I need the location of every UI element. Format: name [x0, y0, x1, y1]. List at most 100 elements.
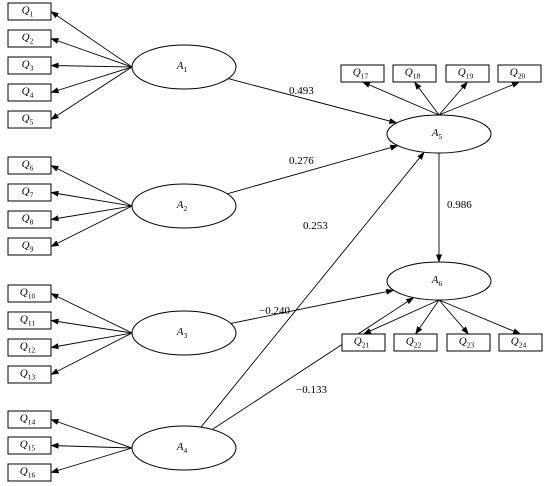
- indicator-label-Q11-letter: Q: [20, 314, 28, 326]
- latent-label-A2-subscript: 2: [183, 204, 187, 213]
- indicator-label-Q14-subscript: 14: [28, 418, 36, 427]
- indicator-Q21: Q21: [341, 333, 386, 352]
- indicator-label-Q14-letter: Q: [20, 413, 28, 425]
- latent-ellipse-A2: [131, 183, 237, 229]
- indicator-label-Q4-subscript: 4: [30, 91, 34, 100]
- latent-label-A1-letter: A: [176, 60, 184, 72]
- indicator-label-Q8-subscript: 8: [30, 218, 34, 227]
- indicator-label-Q16-subscript: 16: [28, 471, 36, 480]
- latent-label-A5: A5: [431, 127, 443, 141]
- indicator-label-Q12-letter: Q: [20, 341, 28, 353]
- indicator-box-Q22: [393, 333, 438, 352]
- loading-arrow-A3-Q11: [50, 318, 133, 334]
- indicator-label-Q2-subscript: 2: [30, 37, 34, 46]
- indicator-label-Q6-subscript: 6: [30, 164, 34, 173]
- indicator-box-Q21: [341, 333, 386, 352]
- latent-ellipse-A5: [386, 114, 492, 154]
- indicator-box-Q10: [7, 284, 52, 303]
- loading-arrow-A1-Q5: [50, 66, 133, 120]
- indicator-label-Q20-letter: Q: [510, 67, 518, 79]
- indicator-label-Q15-subscript: 15: [28, 444, 36, 453]
- indicator-Q15: Q15: [7, 436, 52, 455]
- latent-label-A6-letter: A: [431, 274, 439, 286]
- path-coefficient-A1-A5: 0.493: [289, 85, 314, 97]
- loading-arrow-A5-Q20: [438, 81, 520, 116]
- indicator-label-Q17: Q17: [353, 67, 369, 81]
- indicator-box-Q14: [7, 410, 52, 429]
- indicator-box-Q20: [497, 64, 542, 83]
- indicator-label-Q23: Q23: [459, 336, 475, 350]
- indicator-Q5: Q5: [7, 110, 52, 129]
- indicator-label-Q24-letter: Q: [511, 336, 519, 348]
- indicator-label-Q3-letter: Q: [22, 59, 30, 71]
- latent-label-A1: A1: [176, 60, 188, 74]
- latent-ellipse-A6: [386, 261, 492, 301]
- latent-label-A4-letter: A: [176, 441, 184, 453]
- indicator-label-Q10: Q10: [20, 287, 36, 301]
- loading-arrow-A5-Q19: [438, 81, 468, 116]
- path-arrow-A2-A5: [227, 144, 399, 195]
- latent-A2: A2: [131, 183, 237, 229]
- indicator-label-Q7: Q7: [22, 186, 34, 200]
- indicator-label-Q8-letter: Q: [22, 213, 30, 225]
- loading-arrow-A6-Q23: [438, 299, 469, 335]
- latent-label-A2: A2: [176, 199, 188, 213]
- indicator-label-Q5-subscript: 5: [30, 118, 34, 127]
- indicator-label-Q13-subscript: 13: [28, 373, 36, 382]
- indicator-label-Q4: Q4: [22, 86, 34, 100]
- indicator-label-Q2: Q2: [22, 32, 34, 46]
- indicator-box-Q13: [7, 365, 52, 384]
- path-arrow-A3-A6: [230, 288, 395, 324]
- indicator-box-Q15: [7, 436, 52, 455]
- indicator-label-Q3: Q3: [22, 59, 34, 73]
- indicator-Q13: Q13: [7, 365, 52, 384]
- indicator-label-Q3-subscript: 3: [30, 64, 34, 73]
- indicator-box-Q4: [7, 83, 52, 102]
- indicator-label-Q22-letter: Q: [406, 336, 414, 348]
- latent-A5: A5: [386, 114, 492, 154]
- indicator-Q8: Q8: [7, 210, 52, 229]
- indicator-box-Q24: [498, 333, 543, 352]
- indicator-Q16: Q16: [7, 463, 52, 482]
- indicator-Q23: Q23: [446, 333, 491, 352]
- loading-arrow-A5-Q18: [414, 81, 440, 116]
- indicator-Q3: Q3: [7, 56, 52, 75]
- indicator-label-Q8: Q8: [22, 213, 34, 227]
- indicator-box-Q5: [7, 110, 52, 129]
- latent-label-A3: A3: [176, 326, 188, 340]
- indicator-label-Q15-letter: Q: [20, 439, 28, 451]
- latent-label-A4-subscript: 4: [183, 446, 187, 455]
- indicator-label-Q12: Q12: [20, 341, 36, 355]
- loading-arrow-A4-Q16: [50, 447, 133, 474]
- indicator-label-Q11: Q11: [20, 314, 35, 328]
- indicator-Q18: Q18: [392, 64, 437, 83]
- path-arrow-A1-A5: [228, 78, 398, 124]
- loading-arrow-A2-Q6: [50, 165, 133, 207]
- indicator-label-Q24: Q24: [511, 336, 527, 350]
- latent-label-A1-subscript: 1: [183, 65, 187, 74]
- indicator-label-Q17-letter: Q: [353, 67, 361, 79]
- node-layer: Q1Q2Q3Q4Q5Q6Q7Q8Q9Q10Q11Q12Q13Q14Q15Q16Q…: [7, 2, 543, 482]
- latent-A4: A4: [131, 425, 237, 471]
- indicator-label-Q5: Q5: [22, 113, 34, 127]
- indicator-Q24: Q24: [498, 333, 543, 352]
- indicator-Q1: Q1: [7, 2, 52, 21]
- indicator-label-Q9-letter: Q: [22, 240, 30, 252]
- indicator-Q11: Q11: [7, 311, 52, 330]
- indicator-label-Q18: Q18: [405, 67, 421, 81]
- indicator-label-Q6-letter: Q: [22, 159, 30, 171]
- indicator-box-Q19: [445, 64, 490, 83]
- indicator-label-Q7-letter: Q: [22, 186, 30, 198]
- indicator-label-Q17-subscript: 17: [361, 72, 369, 81]
- indicator-label-Q20: Q20: [510, 67, 526, 81]
- indicator-label-Q4-letter: Q: [22, 86, 30, 98]
- indicator-label-Q23-subscript: 23: [467, 341, 475, 350]
- indicator-label-Q13: Q13: [20, 368, 36, 382]
- indicator-Q14: Q14: [7, 410, 52, 429]
- loading-arrow-A6-Q22: [415, 299, 440, 335]
- latent-ellipse-A1: [131, 44, 237, 90]
- loading-arrow-A1-Q1: [50, 11, 133, 68]
- indicator-label-Q12-subscript: 12: [28, 346, 36, 355]
- indicator-Q12: Q12: [7, 338, 52, 357]
- indicator-label-Q21-letter: Q: [354, 336, 362, 348]
